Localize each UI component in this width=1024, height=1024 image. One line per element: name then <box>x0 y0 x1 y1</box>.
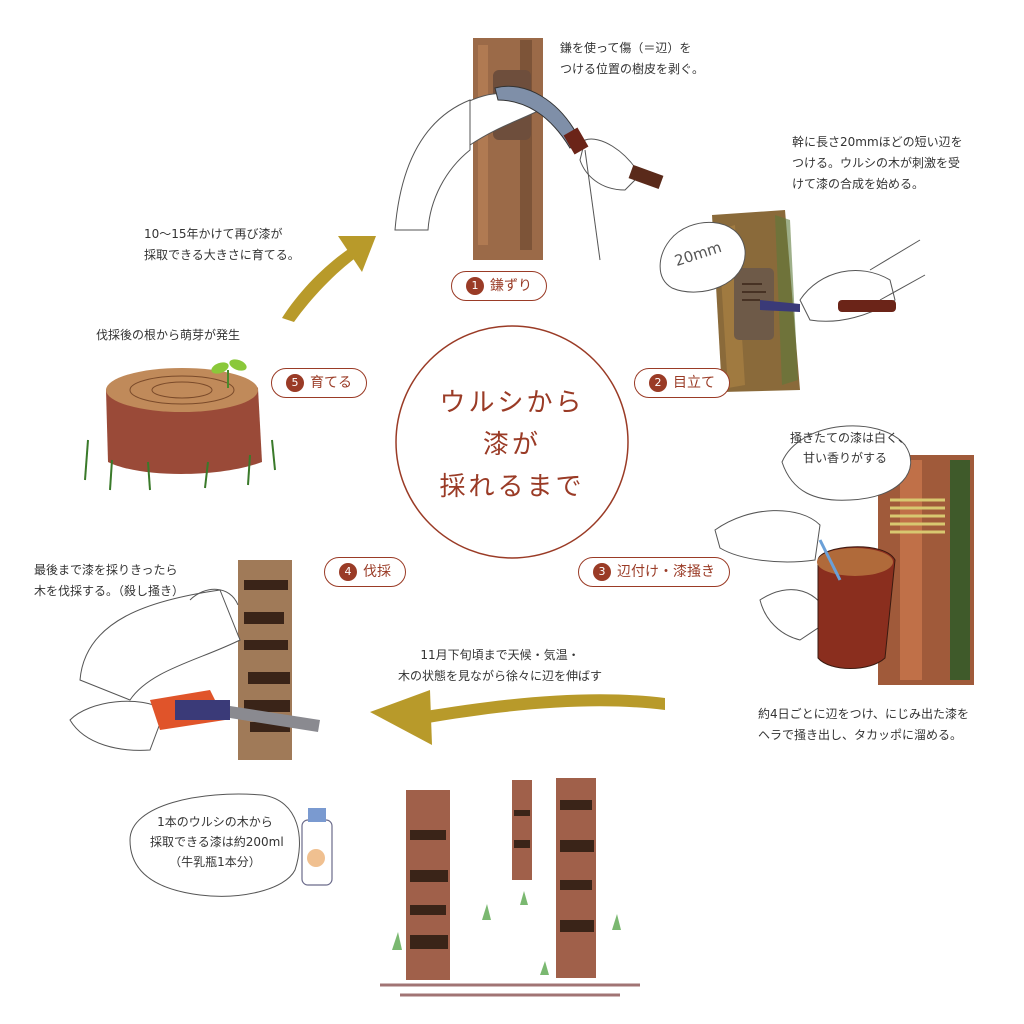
step1-note: 鎌を使って傷（＝辺）を つける位置の樹皮を剥ぐ。 <box>560 38 704 80</box>
center-circle <box>395 325 629 559</box>
step4-note: 最後まで漆を採りきったら 木を伐採する。（殺し掻き） <box>34 560 184 602</box>
milk-bottle-icon <box>301 808 333 886</box>
season-note: 11月下旬頃まで天候・気温・ 木の状態を見ながら徐々に辺を伸ばす <box>398 645 602 687</box>
step2-note-line1: 幹に長さ20mmほどの短い辺を <box>792 135 963 149</box>
regrow-note-line1: 10〜15年かけて再び漆が <box>144 227 283 241</box>
step5-note: 伐採後の根から萌芽が発生 <box>96 328 241 342</box>
step2-tree-illustration <box>659 210 926 392</box>
sprout-icon <box>211 359 247 388</box>
forest-illustration <box>380 778 640 997</box>
arrow-to-step1 <box>282 236 376 322</box>
center-title-line1: ウルシから <box>439 388 585 418</box>
step-1-text: 鎌ずり <box>490 278 532 294</box>
center-title-line2: 漆が <box>482 430 541 460</box>
step-5-label: 5 育てる <box>271 368 367 398</box>
bucket-icon <box>817 539 896 669</box>
step3-bubble-line2: 甘い香りがする <box>802 451 887 465</box>
step-3-text: 辺付け・漆掻き <box>617 564 715 580</box>
step-2-text: 目立て <box>673 375 715 391</box>
regrow-note-line2: 採取できる大きさに育てる。 <box>144 248 300 262</box>
step3-note-line2: ヘラで掻き出し、タカッポに溜める。 <box>758 728 963 742</box>
step3-note: 約4日ごとに辺をつけ、にじみ出た漆を ヘラで掻き出し、タカッポに溜める。 <box>758 704 969 746</box>
chainsaw-icon <box>150 690 320 732</box>
step4-bubble-line2: 採取できる漆は約200ml <box>150 835 284 849</box>
step-5-number: 5 <box>286 374 304 392</box>
step1-note-line2: つける位置の樹皮を剥ぐ。 <box>560 62 705 76</box>
step4-bubble <box>129 793 300 897</box>
step4-note-line1: 最後まで漆を採りきったら <box>34 563 178 577</box>
step3-bubble-text: 掻きたての漆は白く、 甘い香りがする <box>790 428 911 468</box>
step4-bubble-text: 1本のウルシの木から 採取できる漆は約200ml （牛乳瓶1本分） <box>150 812 284 872</box>
step3-note-line1: 約4日ごとに辺をつけ、にじみ出た漆を <box>758 707 970 721</box>
step4-bubble-line3: （牛乳瓶1本分） <box>169 855 261 869</box>
regrow-note: 10〜15年かけて再び漆が 採取できる大きさに育てる。 <box>144 224 300 266</box>
step-4-text: 伐採 <box>363 564 391 580</box>
step3-bubble <box>781 425 911 501</box>
season-note-line1: 11月下旬頃まで天候・気温・ <box>420 648 580 662</box>
step-3-label: 3 辺付け・漆掻き <box>578 557 730 587</box>
step2-note-line3: けて漆の合成を始める。 <box>792 177 925 191</box>
step4-bubble-line1: 1本のウルシの木から <box>157 815 273 829</box>
chisel-icon <box>760 300 896 312</box>
center-title-line3: 採れるまで <box>439 472 585 502</box>
step1-note-line1: 鎌を使って傷（＝辺）を <box>560 41 692 55</box>
step2-note: 幹に長さ20mmほどの短い辺を つける。ウルシの木が刺激を受 けて漆の合成を始め… <box>792 132 963 195</box>
step-4-number: 4 <box>339 563 357 581</box>
step-1-number: 1 <box>466 277 484 295</box>
step-2-number: 2 <box>649 374 667 392</box>
step-3-number: 3 <box>593 563 611 581</box>
step-5-text: 育てる <box>310 375 352 391</box>
step4-note-line2: 木を伐採する。（殺し掻き） <box>34 584 185 598</box>
step3-bubble-line1: 掻きたての漆は白く、 <box>790 431 911 445</box>
step-4-label: 4 伐採 <box>324 557 406 587</box>
step5-stump-illustration <box>84 368 276 491</box>
step2-mark-bubble <box>659 221 746 293</box>
sickle-icon <box>494 85 664 190</box>
step2-note-line2: つける。ウルシの木が刺激を受 <box>792 156 961 170</box>
step4-tree-illustration <box>69 560 292 760</box>
center-title: ウルシから 漆が 採れるまで <box>437 382 587 508</box>
step-1-label: 1 鎌ずり <box>451 271 547 301</box>
step-2-label: 2 目立て <box>634 368 730 398</box>
season-note-line2: 木の状態を見ながら徐々に辺を伸ばす <box>398 669 603 683</box>
arrow-to-step4 <box>370 690 665 745</box>
